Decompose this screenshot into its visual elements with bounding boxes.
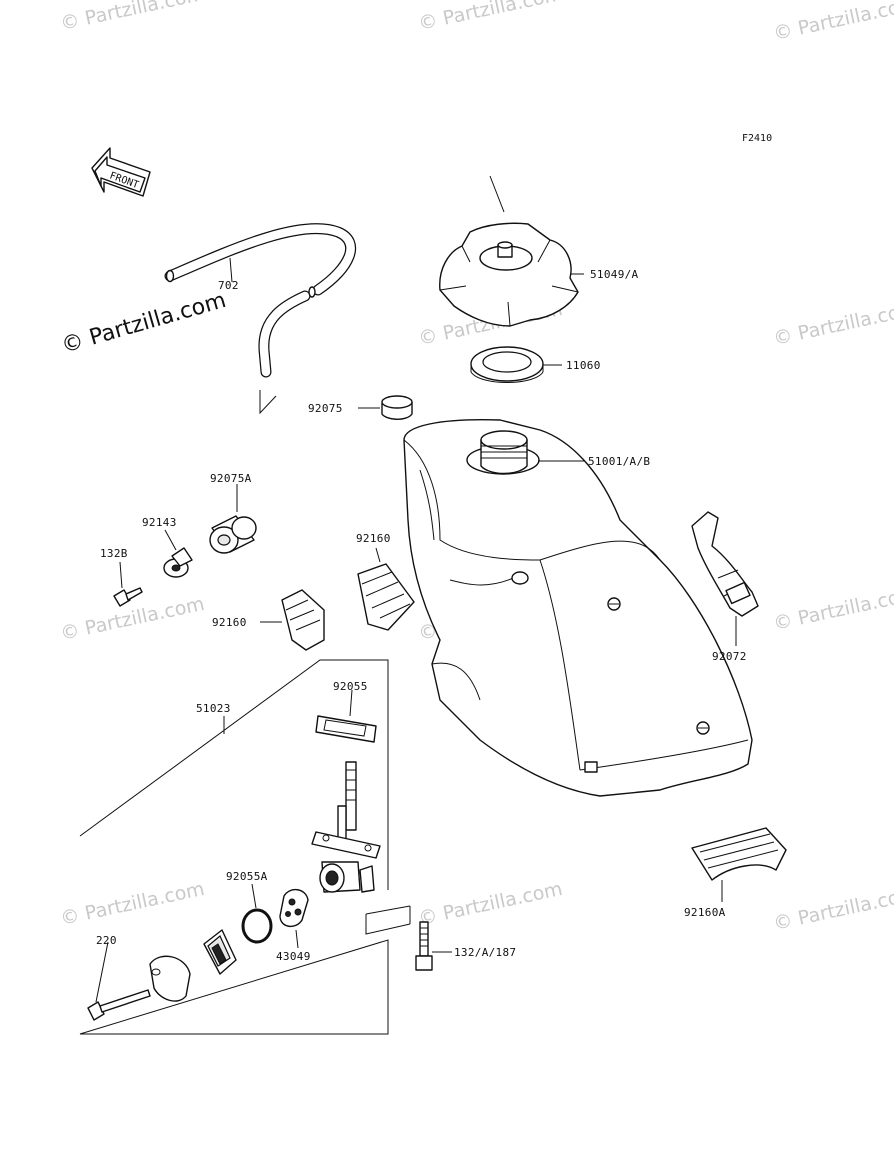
- gasket-92055: [315, 689, 377, 743]
- watermark: © Partzilla.com: [58, 593, 206, 645]
- label-92160-top: 92160: [356, 532, 391, 545]
- cock-lever: [203, 929, 237, 975]
- label-92160-left: 92160: [212, 616, 247, 629]
- diaphragm-43049: [279, 889, 309, 949]
- bolt-132b: [113, 561, 143, 607]
- damper-92075a: [209, 484, 257, 554]
- watermark: © Partzilla.com: [416, 878, 564, 930]
- watermark: © Partzilla.com: [771, 298, 894, 350]
- label-51001-a-b: 51001/A/B: [588, 455, 650, 468]
- label-92055: 92055: [333, 680, 368, 693]
- watermark: © Partzilla.com: [771, 883, 894, 935]
- pad-92160-top: [357, 547, 415, 631]
- collar-92143: [163, 529, 193, 578]
- label-92055a: 92055A: [226, 870, 268, 883]
- watermark: © Partzilla.com: [58, 0, 206, 35]
- label-51049-a: 51049/A: [590, 268, 639, 281]
- fuel-cock: [311, 761, 381, 893]
- tank-strap: [691, 511, 759, 646]
- watermark: © Partzilla.com: [771, 0, 894, 45]
- label-132-a-187: 132/A/187: [454, 946, 516, 959]
- plug-92075: [358, 395, 413, 420]
- bolt-132-a-187: [415, 921, 452, 971]
- label-51023: 51023: [196, 702, 231, 715]
- front-arrow-icon: FRONT: [91, 147, 151, 197]
- cock-plate: [149, 955, 191, 1002]
- label-92075: 92075: [308, 402, 343, 415]
- label-92075a: 92075A: [210, 472, 252, 485]
- watermark-main: © Partzilla.com: [59, 288, 229, 359]
- cap-gasket: [470, 346, 562, 383]
- label-220: 220: [96, 934, 117, 947]
- label-92160a: 92160A: [684, 906, 726, 919]
- label-702: 702: [218, 279, 239, 292]
- figure-code: F2410: [742, 133, 772, 144]
- pad-92160-left: [260, 589, 325, 651]
- watermark: © Partzilla.com: [771, 583, 894, 635]
- label-11060: 11060: [566, 359, 601, 372]
- o-ring-92055a: [241, 883, 273, 944]
- fuel-hose: [164, 223, 357, 415]
- label-132b: 132B: [100, 547, 128, 560]
- watermark: © Partzilla.com: [58, 878, 206, 930]
- watermark: © Partzilla.com: [416, 0, 564, 35]
- fuel-cock-assembly-box: [79, 659, 411, 1035]
- fuel-tank: [403, 418, 753, 797]
- pad-92160a: [691, 827, 787, 902]
- screw-220: [87, 941, 151, 1021]
- label-92072: 92072: [712, 650, 747, 663]
- label-43049: 43049: [276, 950, 311, 963]
- label-92143: 92143: [142, 516, 177, 529]
- fuel-cap: [439, 175, 584, 327]
